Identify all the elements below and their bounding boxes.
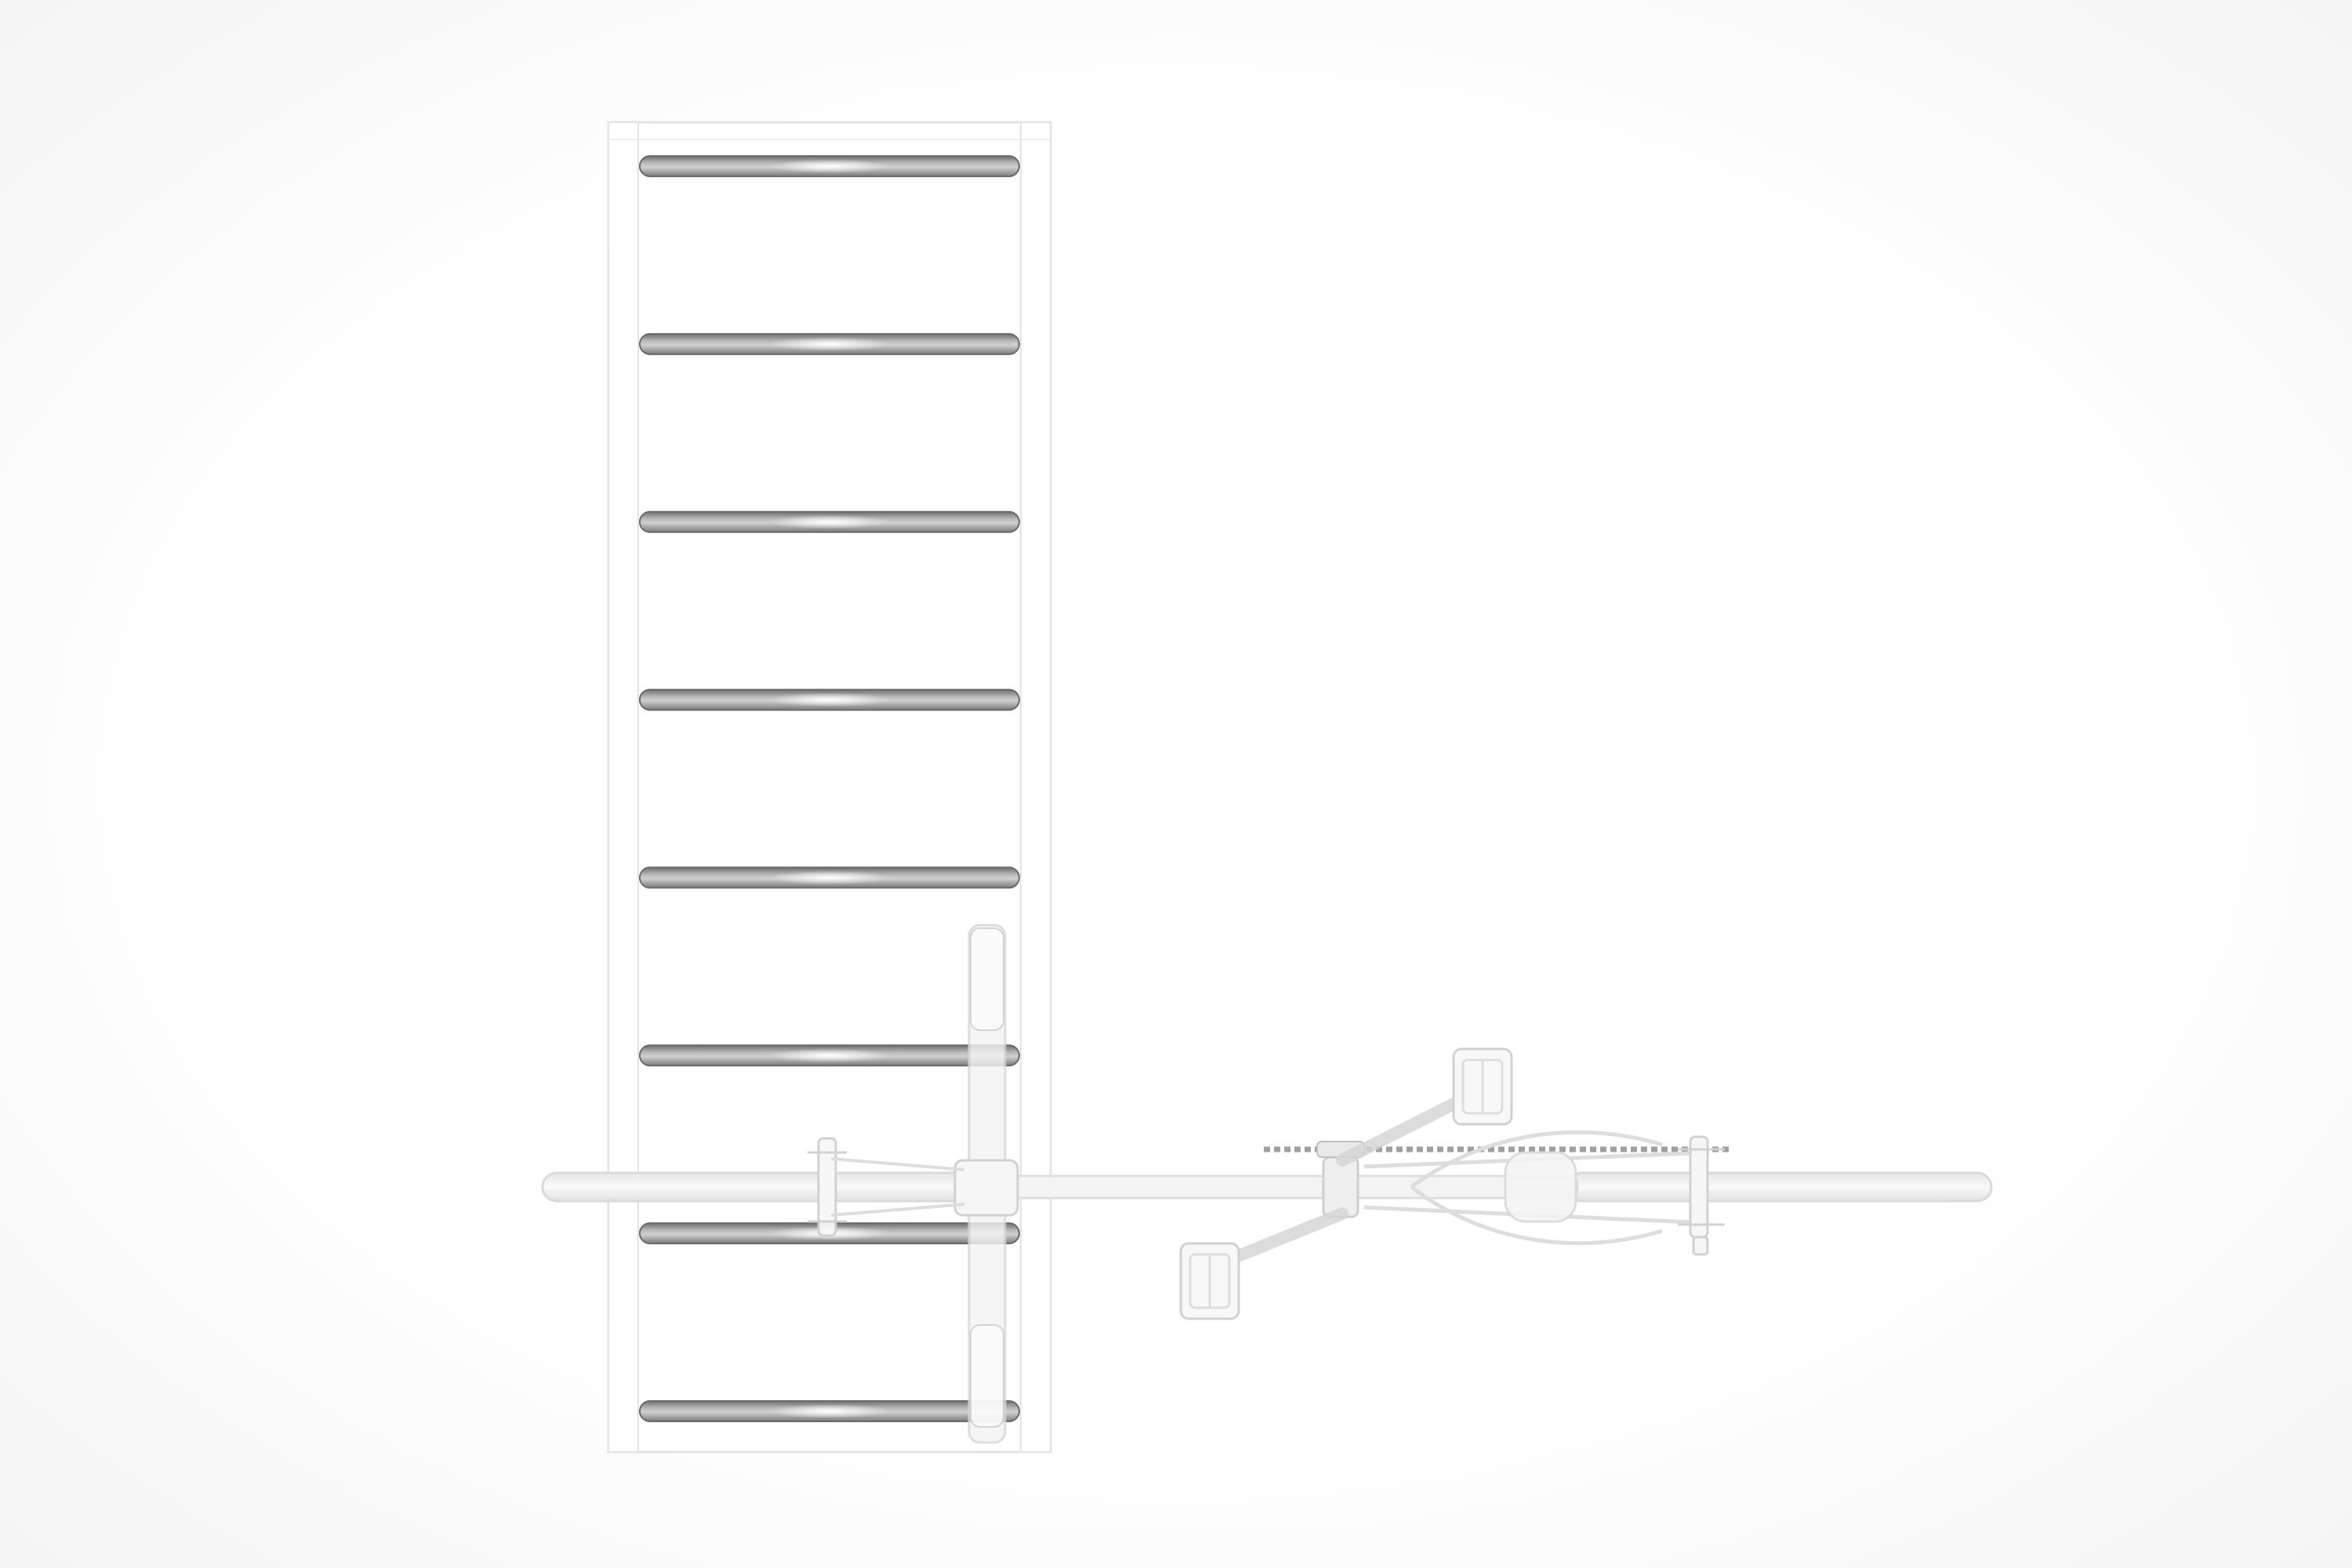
wall-ladder: [607, 121, 1052, 1454]
ladder-rung-highlight: [768, 514, 891, 529]
crank-arms: [1217, 1091, 1472, 1269]
front-hub: [808, 1137, 847, 1237]
pedal-bottom: [1179, 1242, 1240, 1320]
ladder-rung: [639, 688, 1020, 711]
rear-hub: [1678, 1135, 1725, 1256]
ladder-rung-highlight: [768, 870, 891, 885]
ladder-rail-right: [1020, 122, 1051, 1453]
ladder-rung: [639, 1400, 1020, 1422]
ladder-rung: [639, 155, 1020, 177]
ladder-rung-highlight: [768, 1048, 891, 1063]
stem: [953, 1159, 1019, 1217]
handlebar-grip-bottom: [970, 1324, 1004, 1428]
pedal-top: [1452, 1047, 1513, 1126]
ladder-rung: [639, 866, 1020, 889]
ladder-rail-left: [608, 122, 639, 1453]
front-wheel: [541, 1171, 983, 1203]
bicycle: [541, 924, 1993, 1444]
rear-wheel: [1566, 1171, 1993, 1203]
ladder-rungs: [639, 155, 1020, 1422]
ladder-rung: [639, 332, 1020, 355]
front-fork: [830, 1157, 965, 1217]
ladder-rung-highlight: [768, 1404, 891, 1418]
ladder-rung-highlight: [768, 336, 891, 351]
saddle: [1504, 1151, 1577, 1223]
handlebar-grip-top: [970, 927, 1004, 1031]
ladder-rung-highlight: [768, 159, 891, 173]
frame-top-tube: [980, 1174, 1579, 1200]
ladder-rung: [639, 510, 1020, 533]
ladder-rung: [639, 1044, 1020, 1067]
ladder-rung-highlight: [768, 692, 891, 707]
